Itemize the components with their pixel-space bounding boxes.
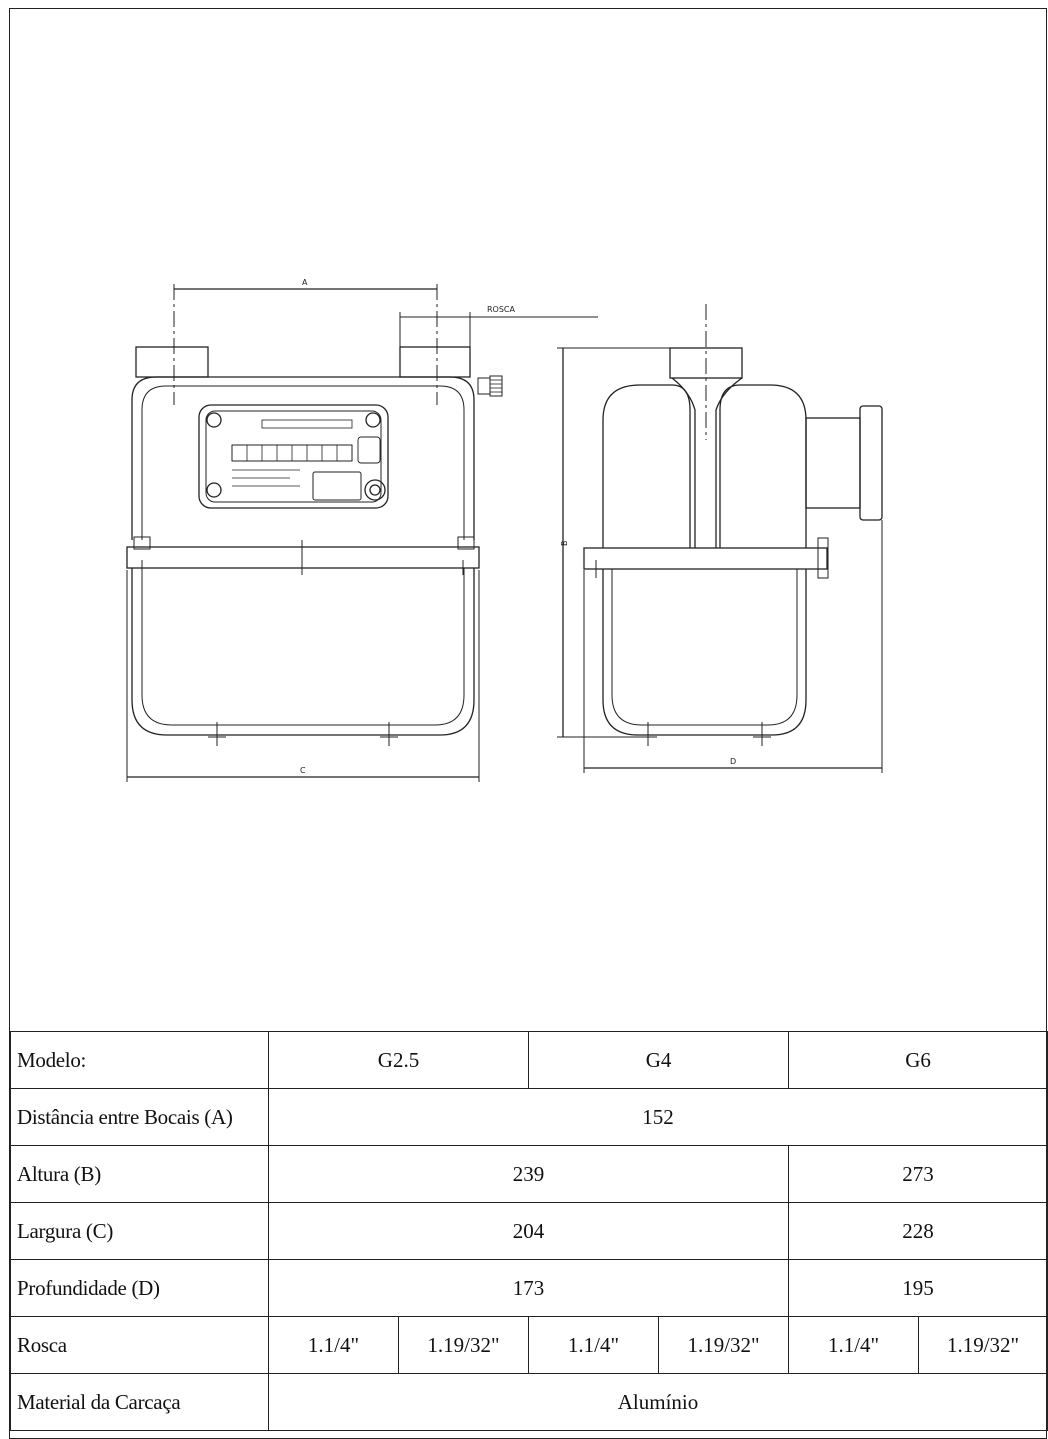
depth-g6: 195 xyxy=(788,1259,1048,1317)
left-chamber xyxy=(602,384,691,548)
gas-meter-technical-drawing: A ROSCA B C D xyxy=(126,278,883,782)
model-g25: G2.5 xyxy=(267,1031,530,1089)
thread-value: 1.1/4" xyxy=(528,1316,660,1374)
specifications-table: Modelo: G2.5 G4 G6 Distância entre Bocai… xyxy=(10,1031,1048,1431)
model-g6: G6 xyxy=(788,1031,1048,1089)
width-g6: 228 xyxy=(788,1202,1048,1260)
table-row: Material da Carcaça Alumínio xyxy=(10,1373,1048,1431)
height-g25-g4: 239 xyxy=(267,1145,790,1203)
model-label: Modelo: xyxy=(10,1031,269,1089)
distance-value: 152 xyxy=(267,1088,1048,1146)
register-plate xyxy=(198,404,389,509)
depth-g25-g4: 173 xyxy=(267,1259,790,1317)
dim-d-label: D xyxy=(730,757,736,766)
dim-c-label: C xyxy=(300,766,306,775)
depth-label: Profundidade (D) xyxy=(10,1259,269,1317)
side-outlet xyxy=(805,417,861,509)
table-row: Largura (C) 204 228 xyxy=(10,1202,1048,1260)
thread-value: 1.1/4" xyxy=(268,1316,399,1374)
table-row: Altura (B) 239 273 xyxy=(10,1145,1048,1203)
width-g25-g4: 204 xyxy=(267,1202,790,1260)
lower-housing xyxy=(131,568,475,736)
material-label: Material da Carcaça xyxy=(10,1373,269,1431)
width-label: Largura (C) xyxy=(10,1202,269,1260)
side-lower-housing xyxy=(602,569,807,736)
height-label: Altura (B) xyxy=(10,1145,269,1203)
side-nozzle xyxy=(669,347,743,379)
thread-value: 1.19/32" xyxy=(397,1316,530,1374)
thread-label: Rosca xyxy=(10,1316,269,1374)
upper-housing xyxy=(131,376,475,540)
inlet-nozzle xyxy=(135,346,209,378)
outlet-nozzle xyxy=(399,346,471,378)
height-g6: 273 xyxy=(788,1145,1048,1203)
table-row: Rosca 1.1/4" 1.19/32" 1.1/4" 1.19/32" 1.… xyxy=(10,1316,1048,1374)
table-row: Profundidade (D) 173 195 xyxy=(10,1259,1048,1317)
front-flange xyxy=(126,546,480,569)
model-g4: G4 xyxy=(528,1031,790,1089)
table-row: Distância entre Bocais (A) 152 xyxy=(10,1088,1048,1146)
side-flange xyxy=(583,547,828,570)
table-row: Modelo: G2.5 G4 G6 xyxy=(10,1031,1048,1089)
rosca-label: ROSCA xyxy=(487,305,516,314)
dim-b-label: B xyxy=(560,541,569,547)
material-value: Alumínio xyxy=(267,1373,1048,1431)
thread-value: 1.19/32" xyxy=(918,1316,1048,1374)
distance-label: Distância entre Bocais (A) xyxy=(10,1088,269,1146)
right-chamber xyxy=(719,384,807,548)
thread-value: 1.19/32" xyxy=(658,1316,790,1374)
dim-a-label: A xyxy=(302,278,308,287)
thread-value: 1.1/4" xyxy=(788,1316,920,1374)
